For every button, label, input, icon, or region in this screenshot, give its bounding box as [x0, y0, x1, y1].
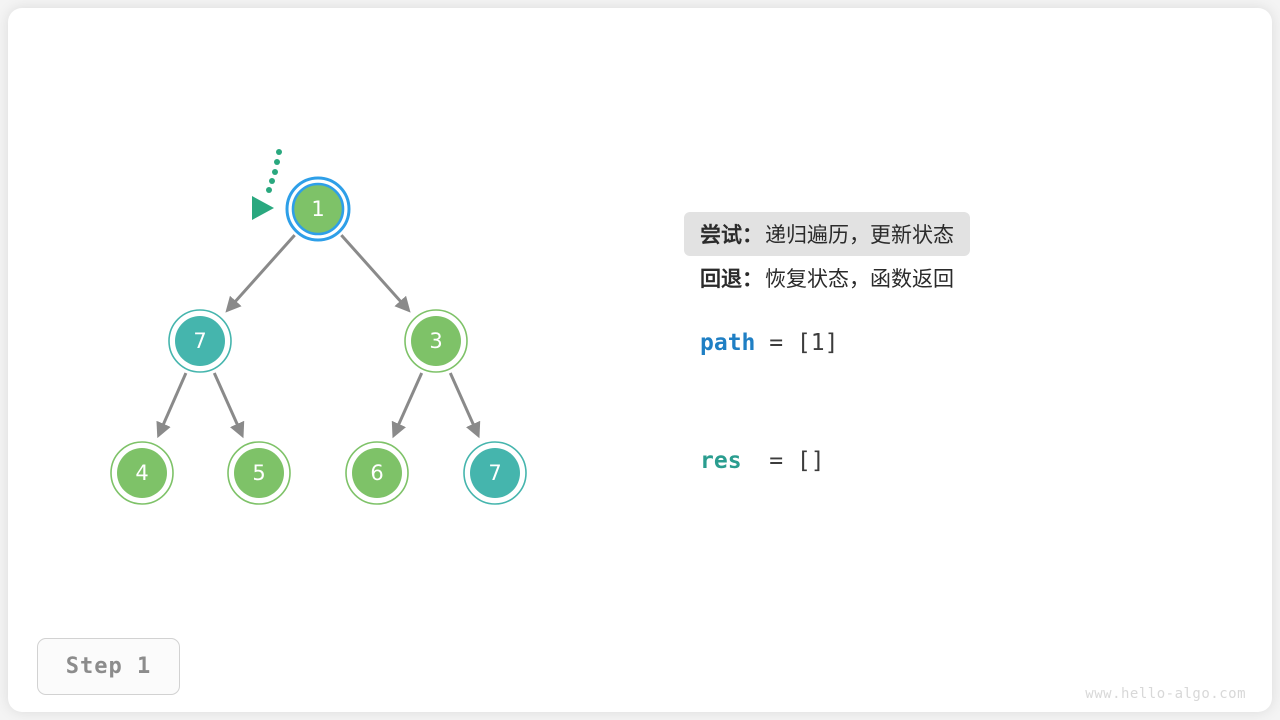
step-label: Step 1: [65, 654, 152, 679]
node-circle: [234, 448, 284, 498]
description-row-0: 尝试：递归遍历，更新状态: [684, 212, 970, 256]
node-gap-ring: [466, 444, 524, 502]
node-circle: [117, 448, 167, 498]
node-value-label: 7: [193, 329, 206, 353]
step-indicator: Step 1: [37, 638, 180, 695]
description-value: 恢复状态，函数返回: [765, 268, 954, 291]
tree-edge: [448, 372, 481, 439]
node-outer-ring: [110, 441, 174, 505]
node-value-label: 6: [370, 461, 383, 485]
node-value-label: 1: [311, 197, 324, 221]
traversal-pointer-icon: [252, 149, 282, 220]
tree-edge: [225, 234, 296, 313]
variable-value: = [1]: [755, 330, 839, 356]
tree-node-6[interactable]: 6: [345, 441, 409, 505]
node-outer-ring: [285, 176, 351, 242]
node-outer-ring: [227, 441, 291, 505]
tree-edge: [391, 372, 424, 439]
tree-edge: [340, 234, 411, 313]
node-value-label: 7: [488, 461, 501, 485]
description-value: 递归遍历，更新状态: [765, 224, 954, 247]
watermark-text: www.hello-algo.com: [1085, 686, 1246, 702]
node-value-label: 3: [429, 329, 442, 353]
node-gap-ring: [113, 444, 171, 502]
node-circle: [352, 448, 402, 498]
tree-edge: [156, 372, 188, 439]
node-outer-ring: [463, 441, 527, 505]
description-key: 尝试：: [700, 224, 763, 247]
tree-edges: [156, 234, 481, 439]
variable-row-path: path = [1]: [700, 330, 838, 356]
variable-name: res: [700, 448, 742, 474]
node-circle: [470, 448, 520, 498]
tree-node-5[interactable]: 5: [227, 441, 291, 505]
tree-node-7[interactable]: 7: [168, 309, 232, 373]
node-gap-ring: [289, 180, 347, 238]
variable-name: path: [700, 330, 756, 356]
variable-value: = []: [741, 448, 825, 474]
node-gap-ring: [230, 444, 288, 502]
description-row-1: 回退：恢复状态，函数返回: [684, 256, 970, 300]
tree-nodes: 1 7 3 4 5 6 7: [110, 176, 527, 505]
variable-row-res: res = []: [700, 448, 825, 474]
state-panel: 尝试：递归遍历，更新状态回退：恢复状态，函数返回: [684, 212, 1244, 300]
node-gap-ring: [407, 312, 465, 370]
tree-node-4[interactable]: 4: [110, 441, 174, 505]
description-key: 回退：: [700, 268, 763, 291]
node-value-label: 5: [252, 461, 265, 485]
node-outer-ring: [345, 441, 409, 505]
tree-edge: [212, 372, 245, 439]
node-value-label: 4: [135, 461, 148, 485]
tree-node-3[interactable]: 3: [404, 309, 468, 373]
node-outer-ring: [168, 309, 232, 373]
node-circle: [291, 182, 345, 236]
node-gap-ring: [348, 444, 406, 502]
node-gap-ring: [171, 312, 229, 370]
tree-node-7[interactable]: 7: [463, 441, 527, 505]
node-circle: [175, 316, 225, 366]
node-circle: [411, 316, 461, 366]
node-outer-ring: [404, 309, 468, 373]
tree-node-1[interactable]: 1: [285, 176, 351, 242]
